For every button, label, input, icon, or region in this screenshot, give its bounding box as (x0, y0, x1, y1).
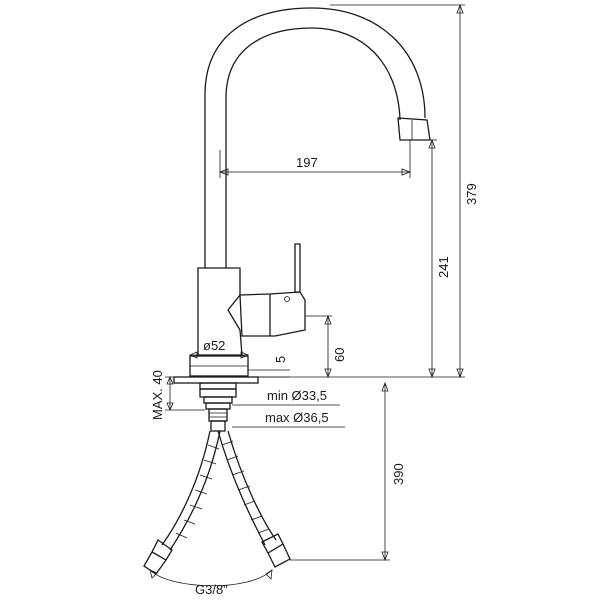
label-total-height: 379 (464, 183, 479, 205)
aerator (397, 117, 431, 141)
label-base-thickness: 5 (273, 356, 288, 363)
lever-handle (239, 291, 306, 337)
lever-top (294, 243, 301, 293)
dimension-lines (149, 3, 465, 587)
label-max-counter: MAX. 40 (150, 370, 165, 420)
hose-fitting-left (143, 539, 173, 575)
label-base-diameter: ø52 (203, 338, 225, 353)
dimension-labels: 197 379 241 60 ø52 5 MAX. 40 min Ø33,5 m… (150, 155, 479, 597)
label-spout-height: 241 (436, 256, 451, 278)
label-spout-reach: 197 (296, 155, 318, 170)
label-max-hole: max Ø36,5 (265, 410, 329, 425)
label-handle-height: 60 (332, 348, 347, 362)
countertop-plate (173, 376, 259, 384)
faucet-body (143, 7, 431, 575)
flex-hoses (143, 430, 291, 575)
mounting-shank (199, 388, 237, 432)
label-min-hole: min Ø33,5 (267, 388, 327, 403)
label-hose-length: 390 (391, 463, 406, 485)
label-hose-thread: G3/8" (195, 582, 228, 597)
spout-outline (204, 7, 426, 268)
hose-fitting-right (261, 533, 291, 568)
